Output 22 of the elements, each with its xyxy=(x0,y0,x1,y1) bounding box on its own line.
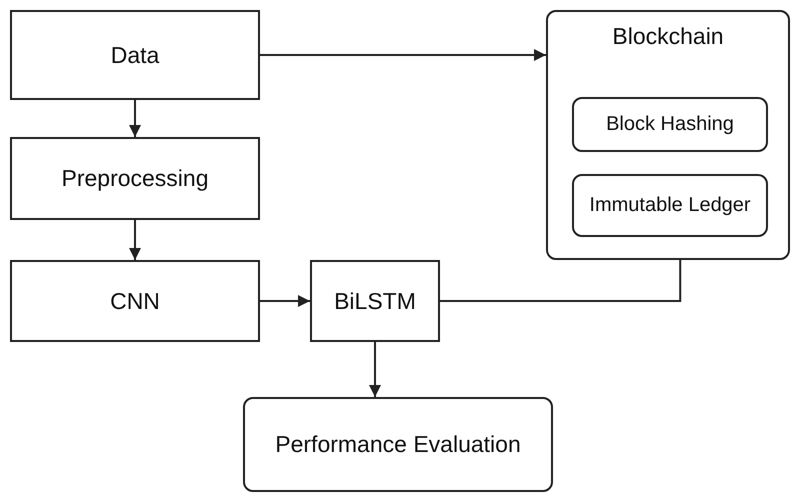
connector-line xyxy=(440,260,682,302)
arrow xyxy=(369,342,381,397)
arrow xyxy=(129,100,141,137)
node-label: Block Hashing xyxy=(606,112,734,137)
process-box xyxy=(10,260,260,342)
process-box xyxy=(310,260,440,342)
node-label: BiLSTM xyxy=(334,286,416,316)
node-label: Performance Evaluation xyxy=(275,430,521,459)
process-box xyxy=(10,10,260,100)
process-box xyxy=(572,174,768,237)
process-box xyxy=(10,137,260,220)
arrow xyxy=(260,49,546,61)
process-box xyxy=(572,97,768,152)
node-label: Immutable Ledger xyxy=(589,193,751,218)
arrow xyxy=(260,295,310,307)
node-label: Preprocessing xyxy=(61,164,209,193)
node-label: CNN xyxy=(110,286,160,316)
arrow xyxy=(129,220,141,260)
node-label: Blockchain xyxy=(612,22,724,51)
node-label: Data xyxy=(110,40,160,70)
process-box xyxy=(243,397,553,492)
group-box xyxy=(546,10,790,260)
